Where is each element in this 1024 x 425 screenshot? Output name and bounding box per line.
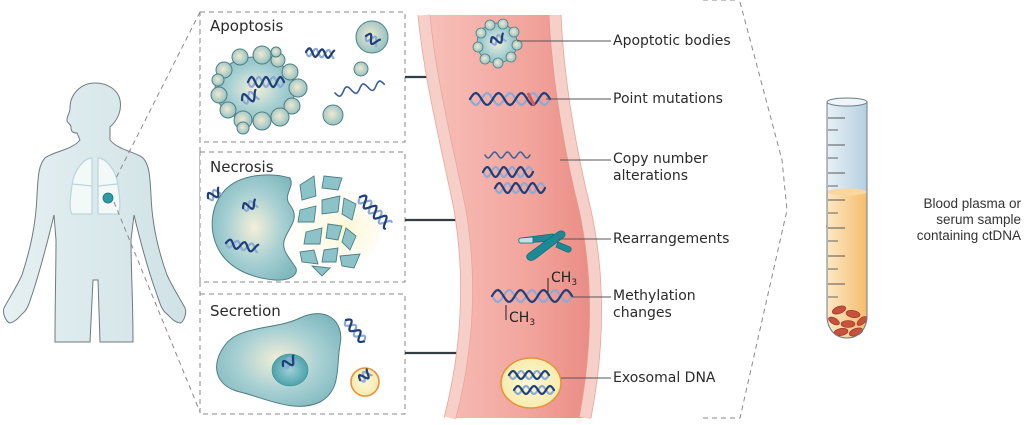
methyl-group-bottom: CH3 <box>509 310 536 328</box>
secreting-cell <box>216 313 380 407</box>
label-rearrangements: Rearrangements <box>613 231 730 247</box>
dna-apoptotic-body <box>489 32 507 46</box>
dna-apoptosis-bleb <box>364 32 382 48</box>
nucleus <box>271 353 309 387</box>
dna-apoptosis-cell-1 <box>246 75 286 89</box>
dna-apoptosis-free-2 <box>334 80 386 98</box>
label-point-mutations: Point mutations <box>613 91 723 107</box>
leader-lines <box>517 40 611 379</box>
secretion-title: Secretion <box>210 302 281 320</box>
dna-exosome-2 <box>512 384 556 396</box>
vessel-wall-left <box>418 14 473 420</box>
test-tube <box>826 97 868 339</box>
label-copy-number-alterations: Copy number alterations <box>613 151 708 184</box>
dna-exosome-1 <box>507 369 551 381</box>
necrotic-cell <box>211 174 380 281</box>
label-apoptotic-bodies: Apoptotic bodies <box>613 33 731 49</box>
graduation-marks <box>828 117 845 298</box>
dna-copy-number-3 <box>493 181 547 195</box>
necrosis-title: Necrosis <box>210 158 274 176</box>
dna-apoptosis-free-1 <box>304 47 336 60</box>
dna-necrosis-3 <box>224 238 260 254</box>
body-silhouette <box>3 82 187 343</box>
dna-necrosis-4 <box>357 194 393 230</box>
apoptosis-title: Apoptosis <box>210 17 284 35</box>
dna-necrosis-1 <box>206 186 224 202</box>
chromosome-icon <box>518 230 572 261</box>
blood-vessel <box>417 14 602 420</box>
human-body-figure <box>3 82 187 343</box>
methyl-group-top: CH3 <box>551 270 578 288</box>
dna-point-mutation <box>468 91 552 107</box>
plasma-layer <box>827 192 867 338</box>
dna-secretion-exosome <box>357 368 373 383</box>
exosome-in-vessel <box>500 357 562 409</box>
label-methylation-changes: Methylation changes <box>613 288 696 321</box>
dna-necrosis-2 <box>241 198 259 212</box>
label-exosomal-dna: Exosomal DNA <box>613 370 716 386</box>
methyl-ticks <box>505 278 549 320</box>
dna-copy-number-2 <box>481 165 535 179</box>
dna-copy-number-1 <box>484 151 531 159</box>
vessel-apoptotic-body <box>472 18 523 69</box>
vessel-wall-right <box>549 14 602 420</box>
tube-label: Blood plasma or serum sample containing … <box>916 196 1021 243</box>
dna-secretion-nucleus <box>281 354 299 370</box>
dna-secretion-free <box>343 318 367 344</box>
tumour-icon <box>102 192 114 204</box>
mutation-mark <box>526 92 536 106</box>
right-bracket <box>700 0 788 419</box>
dna-apoptosis-cell-2 <box>240 88 260 105</box>
apoptotic-cell <box>210 20 389 135</box>
dna-methylation <box>490 288 574 304</box>
